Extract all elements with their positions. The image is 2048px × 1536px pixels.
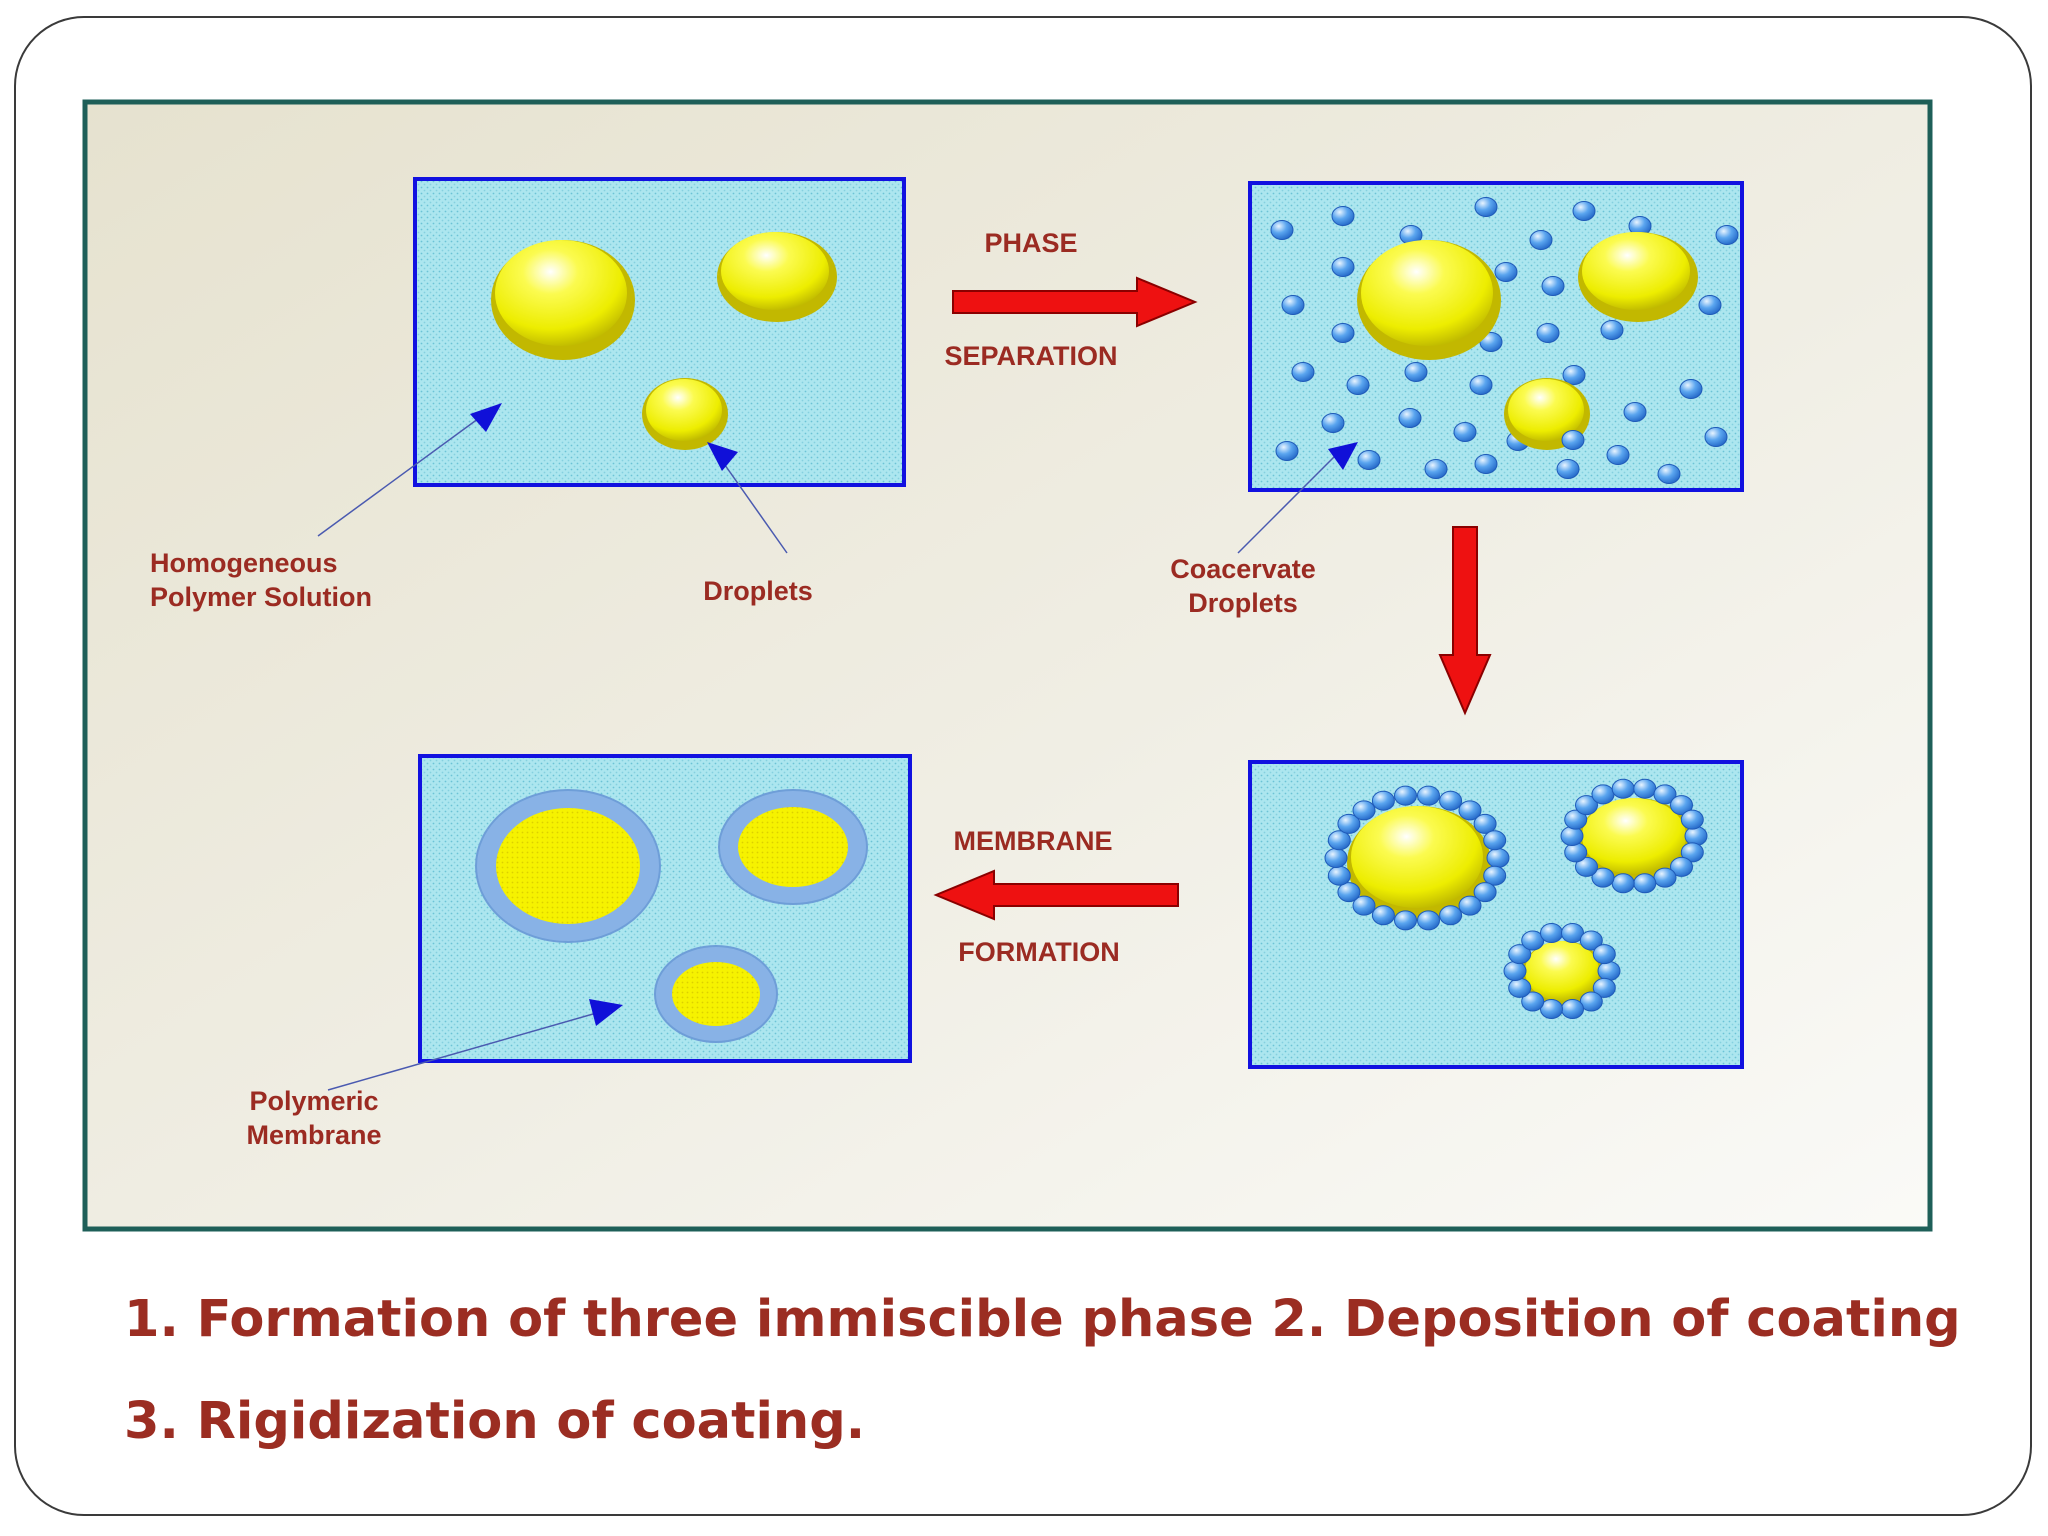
droplet — [717, 232, 837, 322]
coacervate-droplet — [1564, 842, 1588, 863]
coacervate-droplet — [1560, 826, 1584, 846]
coacervate-droplet — [1352, 800, 1376, 821]
pointer-homogeneous — [317, 403, 502, 537]
label-coacervate-1: Coacervate — [1170, 554, 1316, 584]
red-arrow-right-icon — [952, 276, 1198, 328]
coacervate-droplet — [1483, 830, 1507, 851]
red-arrow-left-icon — [933, 869, 1179, 921]
droplet — [1578, 232, 1698, 322]
coacervate-droplet — [1394, 785, 1417, 806]
droplet — [1347, 806, 1491, 920]
label-formation: FORMATION — [958, 937, 1119, 967]
caption-line-2: 3. Rigidization of coating. — [124, 1392, 866, 1451]
coacervate-droplet — [1633, 873, 1657, 894]
label-polymeric-1: Polymeric — [249, 1086, 378, 1116]
droplet — [491, 240, 635, 360]
pointer-membrane — [327, 999, 623, 1091]
panel-homogeneous-solution — [413, 177, 906, 487]
coacervate-droplet — [1458, 895, 1482, 916]
droplet — [1578, 798, 1694, 884]
coacervate-droplet — [1508, 977, 1532, 998]
membrane-capsule — [475, 789, 661, 943]
label-membrane: MEMBRANE — [954, 826, 1113, 856]
coacervate-droplet — [1503, 961, 1527, 981]
coacervate-droplet — [1540, 923, 1563, 943]
membrane-capsule — [654, 945, 778, 1043]
coacervate-droplet — [1653, 867, 1677, 888]
coacervate-droplet — [1371, 790, 1395, 811]
label-coacervate-2: Droplets — [1188, 588, 1298, 618]
coacervate-droplet — [1561, 999, 1584, 1019]
coacervate-droplet — [1394, 910, 1417, 931]
label-separation: SEPARATION — [944, 341, 1117, 371]
coacervate-droplet — [1324, 848, 1348, 868]
label-homogeneous-2: Polymer Solution — [150, 582, 372, 612]
coacervate-droplet — [1417, 785, 1440, 806]
coacervate-droplet — [1684, 826, 1708, 846]
label-phase: PHASE — [984, 228, 1077, 258]
coacervate-droplet — [1591, 784, 1615, 805]
coacervate-droplet — [1439, 790, 1463, 811]
pointer-coacervate — [1237, 442, 1358, 554]
coacervate-droplet — [1592, 944, 1616, 965]
red-arrow-down-icon — [1438, 526, 1492, 716]
coacervate-droplet — [1371, 905, 1395, 926]
label-polymeric-2: Membrane — [246, 1120, 381, 1150]
panel-coacervate-droplets — [1248, 181, 1744, 492]
droplet — [642, 378, 728, 450]
label-droplets: Droplets — [703, 576, 813, 606]
panel-coating-deposition — [1248, 760, 1744, 1069]
coacervate-droplet — [1439, 905, 1463, 926]
coacervate-droplet — [1327, 865, 1351, 886]
coacervate-droplet — [1486, 848, 1510, 868]
panel-polymeric-membrane — [418, 754, 912, 1063]
coacervate-droplet — [1597, 961, 1621, 981]
coacervate-droplet — [1633, 778, 1657, 799]
droplet — [1521, 941, 1605, 1009]
coacervate-droplet — [1611, 873, 1635, 894]
droplet — [1357, 240, 1501, 360]
coacervate-droplet — [1680, 809, 1704, 830]
membrane-capsule — [718, 789, 868, 905]
coacervate-droplet — [1417, 910, 1440, 931]
label-homogeneous-1: Homogeneous — [150, 548, 338, 578]
coacervate-droplet — [1611, 778, 1635, 799]
pointer-droplets — [707, 442, 788, 554]
caption-line-1: 1. Formation of three immiscible phase 2… — [124, 1290, 1961, 1349]
